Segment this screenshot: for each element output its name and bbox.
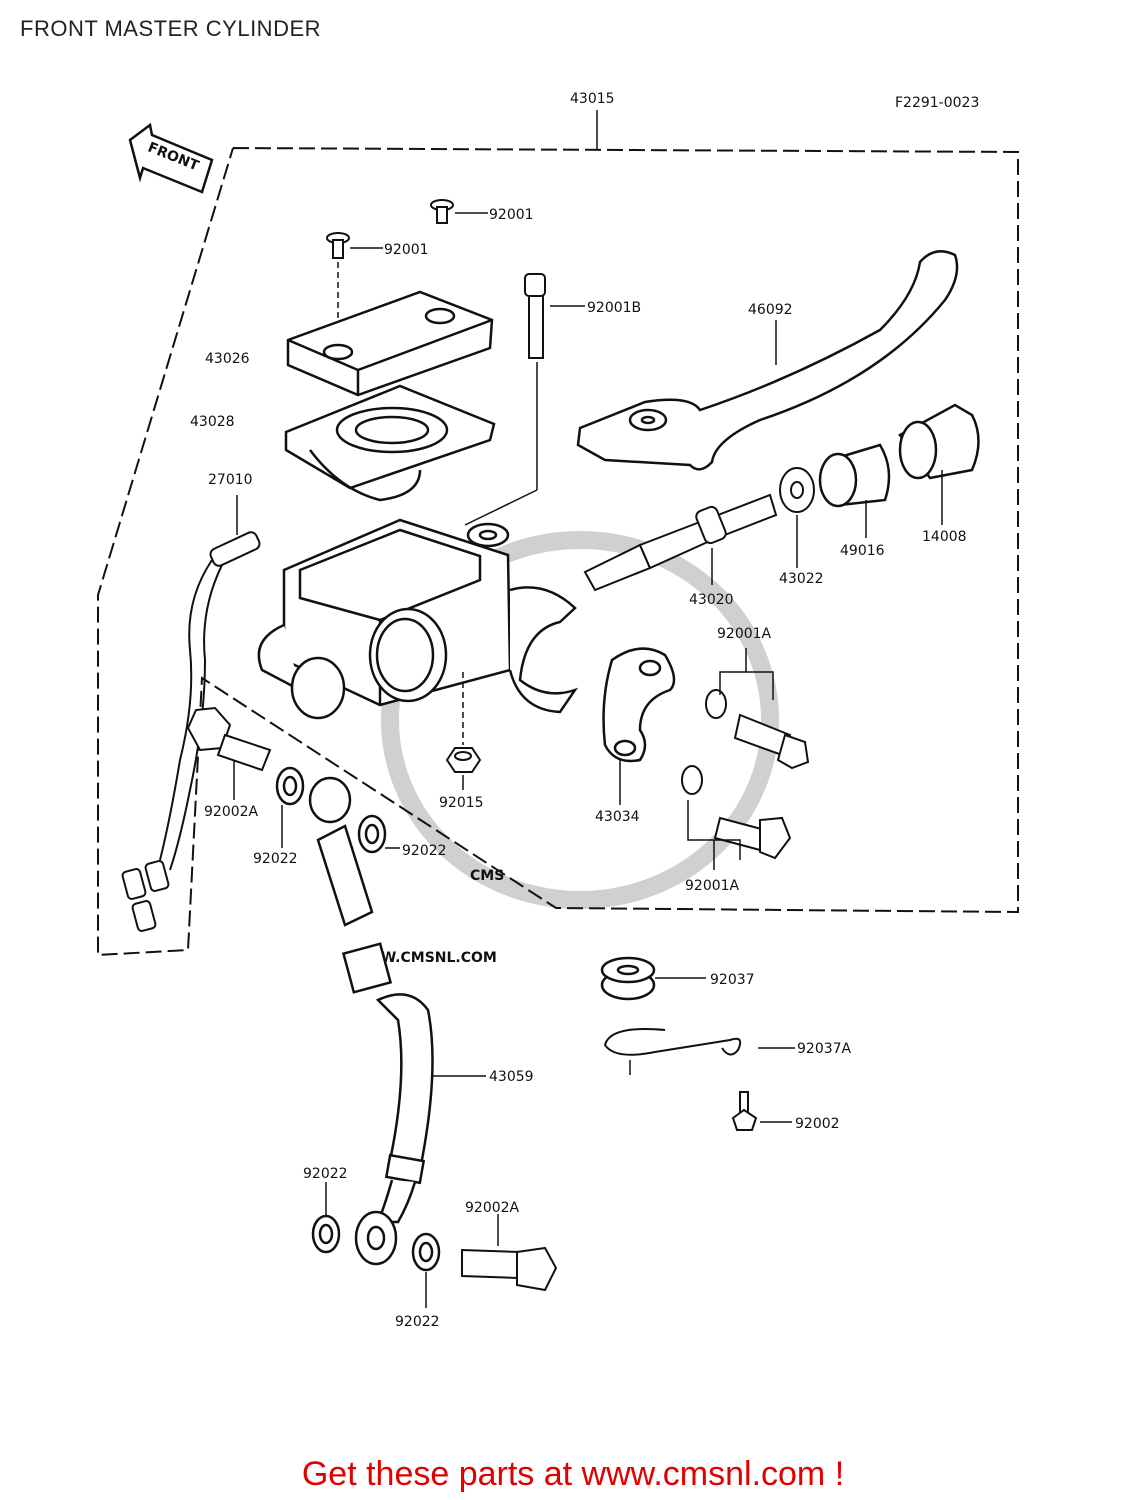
assembly-boundary [97, 147, 1019, 957]
reservoir-cap-icon [286, 290, 494, 397]
banjo-bolt-lower-icon [461, 1246, 558, 1292]
master-cylinder-body-icon [257, 518, 579, 720]
label-cap: 43026 [205, 351, 250, 367]
label-lever: 46092 [748, 302, 793, 318]
label-gasket-4: 92022 [395, 1314, 440, 1330]
brake-lever-icon [576, 250, 959, 471]
clamp-bolt-icon [681, 689, 810, 860]
label-clip: 92037A [797, 1041, 852, 1057]
label-boot: 14008 [922, 529, 967, 545]
watermark: CMS WWW.CMSNL.COM [350, 531, 779, 966]
piston-spring-icon [583, 467, 815, 592]
label-bolt-pivot: 92001B [587, 300, 641, 316]
diaphragm-icon [284, 384, 496, 502]
nut-icon [445, 747, 482, 773]
gasket-icon [275, 766, 387, 854]
label-assembly: 43015 [570, 91, 615, 107]
page-title: FRONT MASTER CYLINDER [20, 16, 322, 41]
label-diaphragm: 43028 [190, 414, 235, 430]
small-bolt-icon [731, 1091, 758, 1131]
label-nut: 92015 [439, 795, 484, 811]
footer-promo-link[interactable]: Get these parts at www.cmsnl.com ! [301, 1455, 845, 1493]
label-piston: 43020 [689, 592, 734, 608]
grommet-icon [600, 956, 656, 1001]
label-cup: 49016 [840, 543, 885, 559]
clamp-icon [602, 647, 676, 763]
watermark-url: WWW.CMSNL.COM [350, 950, 497, 966]
brake-switch-icon [121, 531, 261, 932]
brake-hose-icon [308, 776, 434, 1266]
label-gasket-2: 92022 [402, 843, 447, 859]
clip-icon [603, 1028, 742, 1056]
label-hose: 43059 [489, 1069, 534, 1085]
screw-icon [326, 199, 454, 259]
label-gasket-1: 92022 [253, 851, 298, 867]
label-screw-left: 92001 [384, 242, 429, 258]
cup-icon [818, 443, 891, 508]
label-diagram-code: F2291-0023 [895, 95, 979, 111]
front-arrow-icon: FRONT [128, 122, 214, 194]
label-clamp: 43034 [595, 809, 640, 825]
pivot-bolt-icon [524, 273, 546, 359]
label-screw-top: 92001 [489, 207, 534, 223]
label-gasket-3: 92022 [303, 1166, 348, 1182]
boot-icon [898, 403, 980, 480]
watermark-logo: CMS [470, 868, 504, 884]
label-grommet: 92037 [710, 972, 755, 988]
label-switch: 27010 [208, 472, 253, 488]
label-bolt-clamp-upper: 92001A [717, 626, 772, 642]
label-washer-piston: 43022 [779, 571, 824, 587]
gasket-lower-icon [311, 1214, 441, 1272]
label-bolt-small: 92002 [795, 1116, 840, 1132]
label-banjo-bolt-upper: 92002A [204, 804, 259, 820]
label-banjo-bolt-lower: 92002A [465, 1200, 520, 1216]
banjo-bolt-upper-icon [186, 706, 272, 772]
label-bolt-clamp-lower: 92001A [685, 878, 740, 894]
